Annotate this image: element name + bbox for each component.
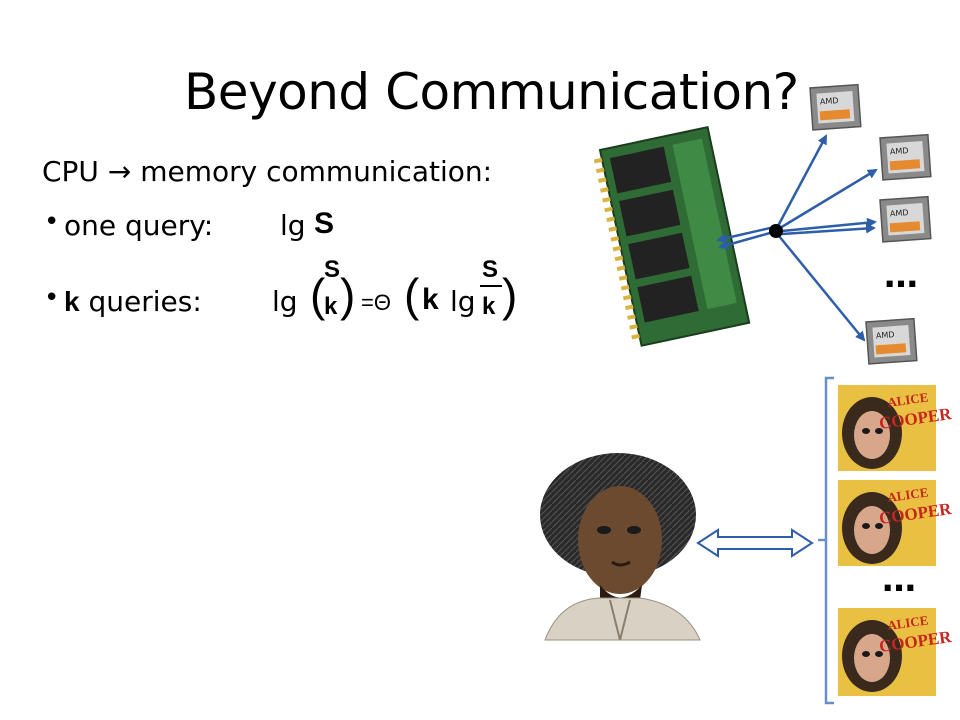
theta-k: k: [422, 283, 439, 316]
theta-left-paren: (: [404, 269, 420, 321]
amd-cpu-chip-icon: AMD: [879, 133, 932, 181]
theta-lg: lg: [450, 285, 476, 318]
frac-bottom: k: [482, 293, 496, 320]
svg-text:AMD: AMD: [890, 146, 909, 156]
frac-top: S: [482, 256, 499, 283]
svg-text:ALICE: ALICE: [886, 612, 929, 633]
hub-dot: [769, 224, 783, 238]
frac-bar: [480, 285, 502, 287]
album-cover-icon: ALICE COOPER: [838, 480, 953, 566]
memory-module-icon: [593, 125, 751, 347]
bullet-one-lg: lg: [280, 209, 306, 242]
album-ellipsis: …: [882, 560, 918, 600]
binom-left-paren: (: [310, 269, 326, 321]
album-cover-icon: ALICE COOPER: [838, 385, 953, 471]
svg-text:AMD: AMD: [876, 330, 895, 340]
bullet-two-k: k: [64, 286, 80, 317]
eq-theta: =Θ: [361, 290, 391, 315]
binom-top: S: [324, 256, 341, 283]
cpu-ellipsis: …: [884, 256, 920, 296]
album-cover-icon: ALICE COOPER: [838, 608, 953, 696]
amd-cpu-chip-icon: AMD: [865, 317, 918, 365]
bullet-two-lg: lg: [272, 285, 298, 318]
double-arrow: [696, 528, 814, 558]
bullet-dot: •: [44, 207, 60, 237]
binom-bottom: k: [324, 293, 338, 320]
svg-text:ALICE: ALICE: [886, 389, 929, 410]
bullet-dot: •: [44, 283, 60, 313]
album-bracket: [824, 376, 834, 705]
amd-cpu-chip-icon: AMD: [879, 195, 932, 243]
slide-title: Beyond Communication?: [184, 63, 799, 121]
bullet-two-label: k queries:: [64, 284, 202, 320]
svg-text:ALICE: ALICE: [886, 484, 929, 505]
communication-arrows: [716, 134, 878, 342]
person-portrait-icon: [530, 452, 710, 641]
svg-text:AMD: AMD: [890, 208, 909, 218]
bullet-one-s: S: [314, 207, 335, 240]
bullet-two-rest: queries:: [79, 285, 202, 318]
intro-line: CPU → memory communication:: [42, 155, 493, 188]
amd-cpu-chip-icon: AMD: [809, 83, 862, 131]
theta-right-paren: ): [502, 269, 518, 321]
svg-text:AMD: AMD: [820, 96, 839, 106]
binom-right-paren: ): [340, 269, 356, 321]
bullet-one-label: one query:: [64, 209, 214, 242]
